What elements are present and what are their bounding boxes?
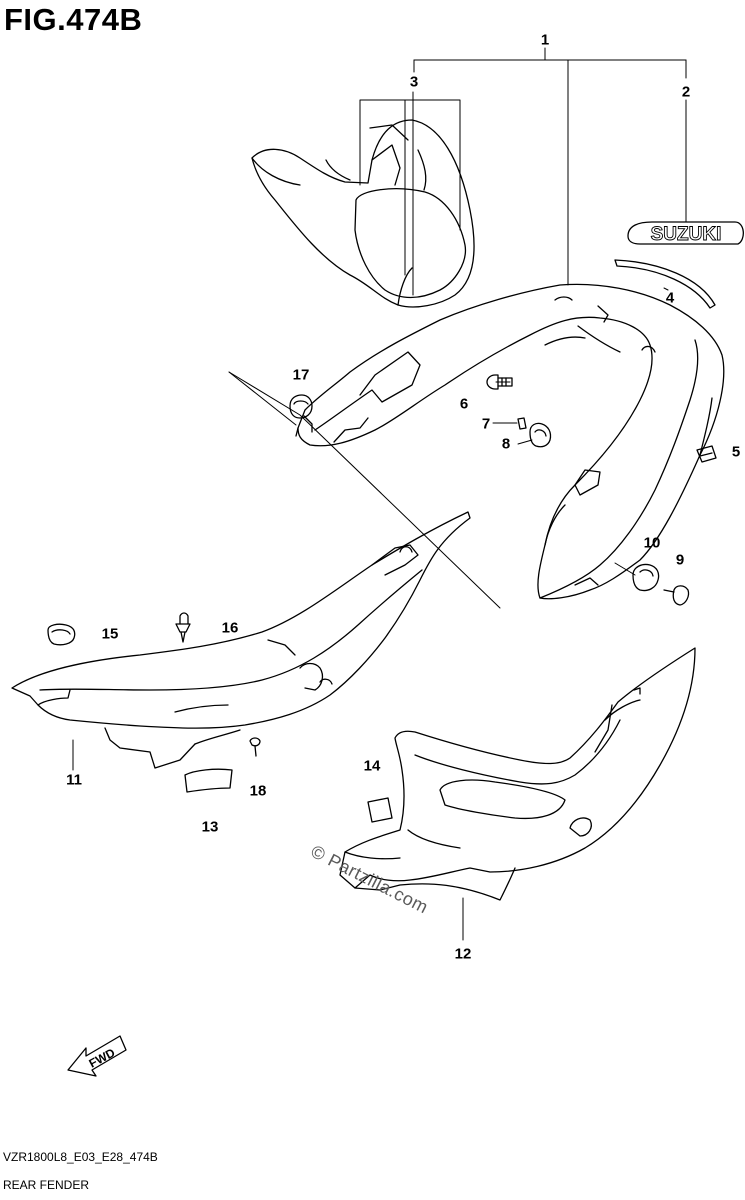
callout-14: 14 <box>363 757 381 775</box>
callout-17: 17 <box>292 366 310 384</box>
callout-13: 13 <box>201 818 219 836</box>
callout-15: 15 <box>101 625 119 643</box>
fwd-arrow-icon <box>67 1035 127 1077</box>
part-9-screw <box>663 585 690 606</box>
figure-code: VZR1800L8_E03_E28_474B <box>3 1150 158 1164</box>
part-16-rivet <box>175 612 191 643</box>
emblem-text: SUZUKI <box>651 224 722 245</box>
callout-1: 1 <box>540 31 550 49</box>
part-14-pad <box>367 797 393 823</box>
part-18-screw <box>249 737 261 757</box>
part-11-under-cover <box>11 511 471 769</box>
callout-7: 7 <box>481 415 491 433</box>
callout-16: 16 <box>221 619 239 637</box>
part-10-damper <box>632 563 660 592</box>
part-17-grommet <box>289 394 313 419</box>
callout-2: 2 <box>681 83 691 101</box>
callout-4: 4 <box>665 289 675 307</box>
callout-11: 11 <box>66 771 82 789</box>
part-5-nut <box>696 445 717 463</box>
part-3-fender-cover <box>251 119 475 308</box>
part-8-grommet <box>529 422 552 448</box>
part-13-pad <box>184 768 233 793</box>
part-15-grommet <box>47 623 76 646</box>
leader-lines <box>72 47 687 941</box>
part-1-rear-fender <box>295 283 725 600</box>
part-7-collar <box>517 417 527 430</box>
callout-18: 18 <box>249 782 267 800</box>
part-6-bolt <box>486 374 513 390</box>
part-4-trim-stripe <box>614 259 716 309</box>
callout-9: 9 <box>675 551 685 569</box>
callout-5: 5 <box>731 443 741 461</box>
figure-name: REAR FENDER <box>3 1178 90 1192</box>
part-12-side-cover <box>339 647 696 901</box>
callout-6: 6 <box>459 395 469 413</box>
callout-8: 8 <box>501 435 511 453</box>
figure-title: FIG.474B <box>4 2 143 37</box>
callout-10: 10 <box>643 534 661 552</box>
callout-3: 3 <box>409 73 419 91</box>
part-2-suzuki-emblem <box>627 221 744 245</box>
callout-12: 12 <box>454 945 472 963</box>
